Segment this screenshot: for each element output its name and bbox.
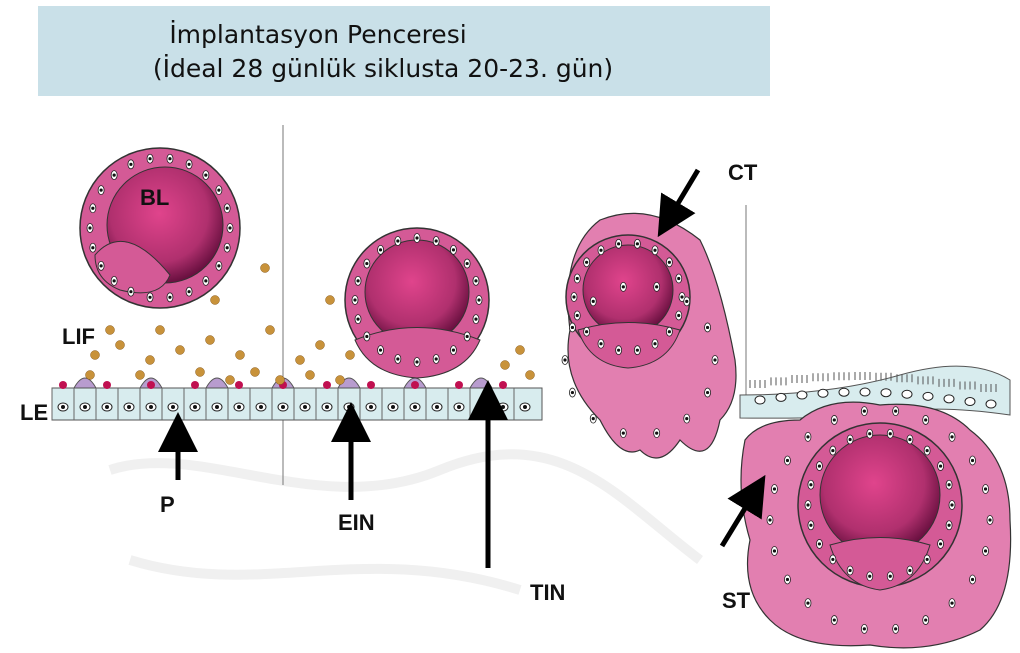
label-tin: TIN [530, 580, 565, 605]
blastocyst-implanted [741, 402, 1011, 648]
label-ct: CT [728, 160, 758, 185]
arrow-ct [668, 170, 698, 220]
label-p: P [160, 492, 175, 517]
blastocyst-free [80, 148, 240, 308]
label-st: ST [722, 588, 751, 613]
blastocyst-invading [562, 213, 736, 458]
label-ein: EIN [338, 510, 375, 535]
label-bl: BL [140, 185, 169, 210]
label-le: LE [20, 400, 48, 425]
blastocyst-apposition [345, 228, 489, 378]
label-lif: LIF [62, 324, 95, 349]
